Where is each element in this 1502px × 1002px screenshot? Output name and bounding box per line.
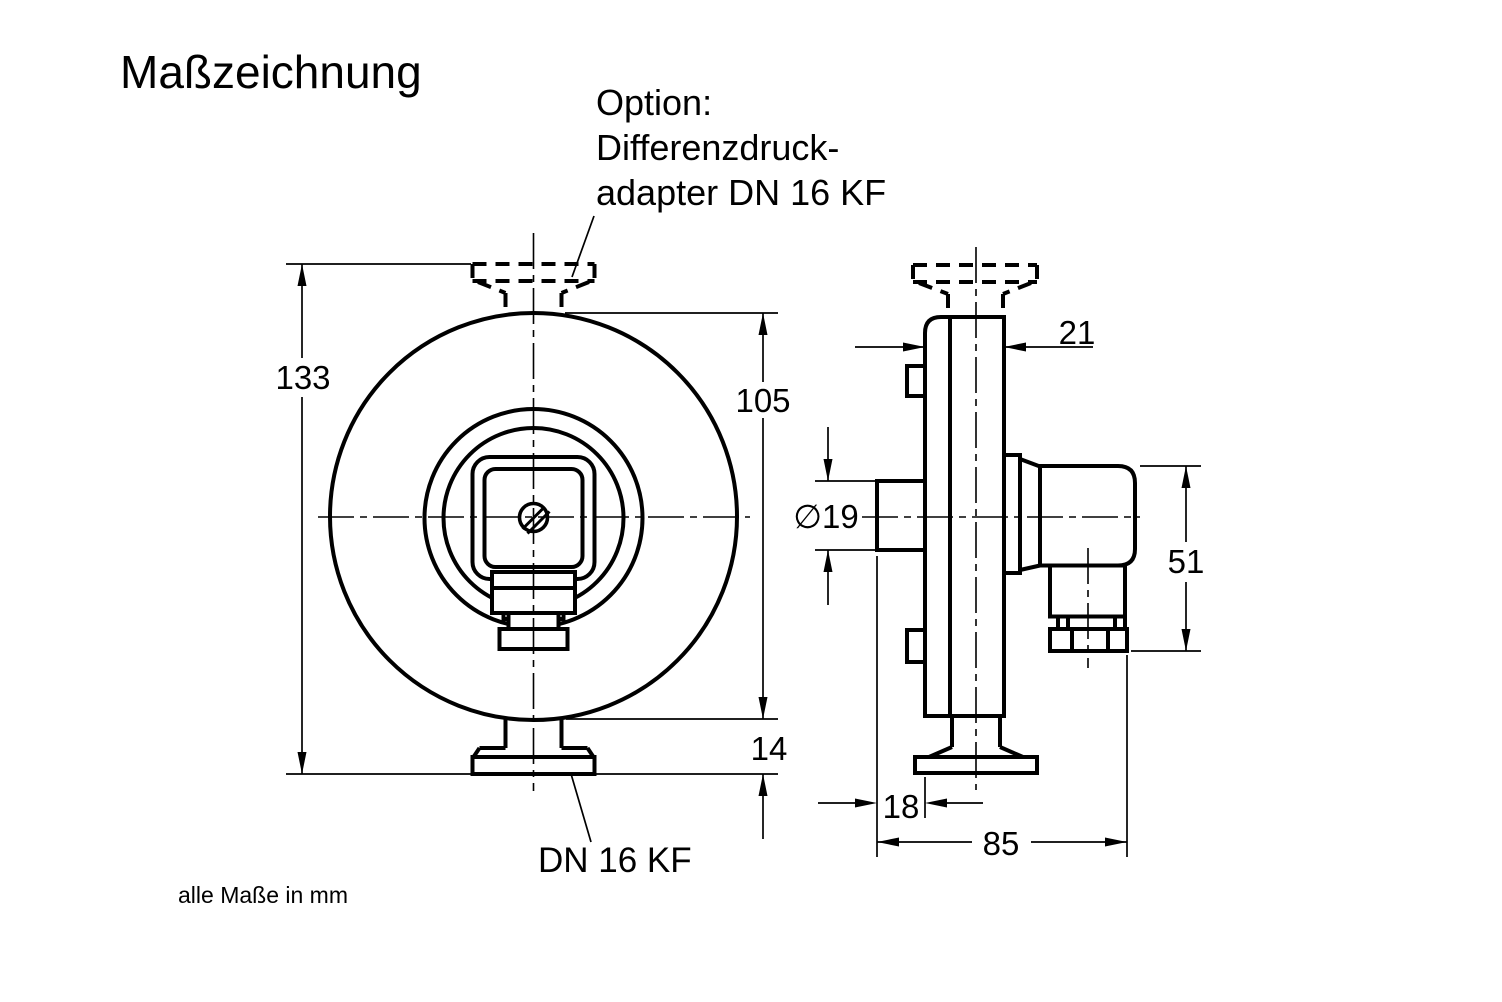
page-title: Maßzeichnung [120,46,422,98]
port-stub [875,479,927,552]
arrowhead-51-up [1181,466,1191,488]
screw-slot-line2 [526,510,551,535]
dimension-21: 21 [855,314,1095,352]
arrowhead-133-down [297,752,307,774]
dimension-85: 85 [877,655,1128,862]
dim-105-label: 105 [735,382,790,419]
arrowhead-18-left [925,798,947,808]
dim-21-label: 21 [1059,314,1096,351]
option-leader-line [571,215,595,278]
dimension-51: 51 [1131,465,1205,652]
arrowhead-21-left [1004,342,1026,352]
arrowhead-85-left [877,837,899,847]
arrowhead-51-down [1181,629,1191,651]
front-view [318,233,750,791]
connector-taper-top [1019,457,1041,469]
dim-18-label: 18 [883,788,920,825]
dimension-133: 133 [275,263,778,775]
top-flange-front [470,262,597,314]
top-flange-front-claw-left [477,280,507,295]
dim-133-label: 133 [275,359,330,396]
arrowhead-18-right [855,798,877,808]
arrowhead-19-up [823,550,833,572]
arrowhead-19-down [823,459,833,481]
dimension-105: 105 [565,312,791,720]
dim-14-label: 14 [751,730,788,767]
option-callout-line3: adapter DN 16 KF [596,172,886,213]
arrowhead-21-right [903,342,925,352]
bottom-flange-label: DN 16 KF [538,841,692,880]
arrowhead-133-up [297,264,307,286]
dim-51-label: 51 [1168,543,1205,580]
arrowhead-14-up [758,774,768,796]
dim-85-label: 85 [983,825,1020,862]
flange-leader-line [568,766,592,843]
units-note: alle Maße in mm [178,882,348,908]
arrowhead-105-up [758,313,768,335]
connector-base-plate [1002,453,1022,575]
dim-19-label: ∅19 [793,498,858,535]
option-callout-line1: Option: [596,82,712,123]
top-flange-side [911,263,1039,317]
connector-taper-bottom [1019,563,1041,572]
side-top-flange-claw-left [918,281,949,296]
dimension-port-diameter: ∅19 [793,427,877,605]
side-view [862,247,1140,790]
dimension-14: 14 [751,730,788,839]
option-callout-line2: Differenzdruck- [596,127,839,168]
arrowhead-85-right [1105,837,1127,847]
dimension-18: 18 [818,556,983,857]
side-top-flange-claw-right [1002,281,1032,296]
mount-tab-lower [905,628,925,664]
top-flange-front-claw-right [560,280,590,295]
mount-tab-upper [905,364,925,398]
arrowhead-105-down [758,697,768,719]
